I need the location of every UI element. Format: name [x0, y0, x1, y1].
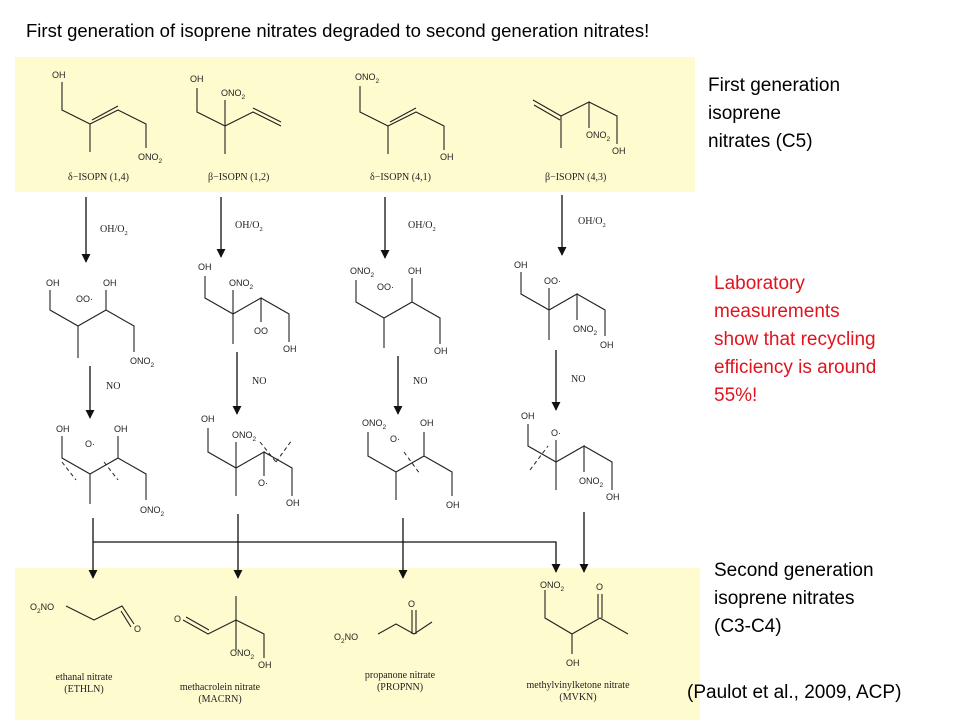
atom-label: OH	[408, 266, 422, 276]
atom-label: OH	[521, 411, 535, 421]
atom-label: OH	[46, 278, 60, 288]
molecule-delta-isopn-41: ONO2 OH δ−ISOPN (4,1)	[355, 72, 454, 183]
atom-label: OH	[114, 424, 128, 434]
atom-label: OO	[254, 326, 268, 336]
atom-label: ONO2	[573, 324, 598, 337]
no-label: NO	[413, 376, 427, 387]
atom-label: ONO2	[350, 266, 375, 279]
no-arrows: NO NO NO NO	[85, 350, 585, 419]
atom-label: OH	[566, 658, 580, 668]
peroxy-radical-1: OH OH OO· ONO2	[46, 278, 155, 369]
molecule-macrn: O ONO2 OH methacrolein nitrate (MACRN)	[174, 596, 272, 705]
molecule-beta-isopn-43: ONO2 OH β−ISOPN (4,3)	[532, 99, 626, 183]
molecule-delta-isopn-14: OH ONO2 δ−ISOPN (1,4)	[52, 70, 163, 183]
molecule-ethln: O2NO O ethanal nitrate (ETHLN)	[30, 602, 141, 695]
atom-label: ONO2	[140, 505, 165, 518]
lab-measurement-note: Laboratory measurements show that recycl…	[714, 273, 877, 406]
oxidation-arrows: OH/O2 OH/O2 OH/O2 OH/O2	[81, 195, 606, 263]
product-abbr: (MACRN)	[198, 694, 241, 705]
first-generation-caption: First generation isoprene nitrates (C5)	[708, 75, 841, 152]
atom-label: ONO2	[355, 72, 380, 85]
atom-label: OH	[420, 418, 434, 428]
product-name: methylvinylketone nitrate	[526, 680, 630, 691]
atom-label: O·	[258, 478, 268, 488]
molecule-beta-isopn-12: OH ONO2 β−ISOPN (1,2)	[190, 74, 282, 183]
alkoxy-radical-2: OH ONO2 O· OH	[201, 414, 300, 508]
atom-label: O·	[85, 439, 95, 449]
atom-label: OH	[52, 70, 66, 80]
peroxy-radical-2: OH ONO2 OO OH	[198, 262, 297, 354]
alkoxy-radical-4: OH O· ONO2 OH	[521, 411, 620, 502]
atom-label: OH	[514, 260, 528, 270]
slide-title: First generation of isoprene nitrates de…	[26, 20, 650, 41]
product-abbr: (ETHLN)	[64, 684, 103, 695]
atom-label: O	[408, 599, 415, 609]
second-generation-caption: Second generation isoprene nitrates (C3-…	[714, 560, 874, 637]
atom-label: O·	[551, 428, 561, 438]
atom-label: OH	[446, 500, 460, 510]
atom-label: OO·	[76, 294, 93, 304]
isomer-label: β−ISOPN (4,3)	[545, 172, 606, 183]
isomer-label: β−ISOPN (1,2)	[208, 172, 269, 183]
decomposition-arrows	[88, 512, 589, 579]
atom-label: ONO2	[362, 418, 387, 431]
atom-label: OH	[440, 152, 454, 162]
atom-label: OO·	[377, 282, 394, 292]
atom-label: OH	[612, 146, 626, 156]
atom-label: OH	[434, 346, 448, 356]
atom-label: OH	[258, 660, 272, 670]
product-name: methacrolein nitrate	[180, 682, 261, 693]
atom-label: ONO2	[130, 356, 155, 369]
atom-label: O·	[390, 434, 400, 444]
atom-label: O2NO	[334, 632, 358, 645]
atom-label: OH	[600, 340, 614, 350]
atom-label: O	[596, 582, 603, 592]
atom-label: OO·	[544, 276, 561, 286]
first-generation-panel	[15, 57, 695, 192]
alkoxy-radical-3: ONO2 OH O· OH	[362, 418, 460, 510]
atom-label: OH	[201, 414, 215, 424]
molecule-propnn: O O2NO propanone nitrate (PROPNN)	[334, 599, 436, 693]
oh-o2-label: OH/O2	[100, 224, 128, 237]
atom-label: OH	[56, 424, 70, 434]
citation: (Paulot et al., 2009, ACP)	[687, 682, 902, 703]
atom-label: OH	[190, 74, 204, 84]
no-label: NO	[252, 376, 266, 387]
second-generation-panel	[15, 568, 700, 720]
atom-label: OH	[286, 498, 300, 508]
atom-label: O	[134, 624, 141, 634]
oh-o2-label: OH/O2	[578, 216, 606, 229]
isomer-label: δ−ISOPN (1,4)	[68, 172, 129, 183]
oh-o2-label: OH/O2	[235, 220, 263, 233]
peroxy-radical-3: ONO2 OH OO· OH	[350, 266, 448, 356]
peroxy-radical-4: OH OO· ONO2 OH	[514, 260, 614, 350]
atom-label: ONO2	[540, 580, 565, 593]
atom-label: ONO2	[138, 152, 163, 165]
atom-label: ONO2	[221, 88, 246, 101]
atom-label: ONO2	[586, 130, 611, 143]
molecule-mvkn: ONO2 O OH methylvinylketone nitrate (MVK…	[526, 580, 630, 703]
product-name: ethanal nitrate	[56, 672, 113, 683]
atom-label: ONO2	[229, 278, 254, 291]
atom-label: O	[174, 614, 181, 624]
atom-label: ONO2	[230, 648, 255, 661]
atom-label: OH	[198, 262, 212, 272]
atom-label: ONO2	[579, 476, 604, 489]
isomer-label: δ−ISOPN (4,1)	[370, 172, 431, 183]
atom-label: OH	[103, 278, 117, 288]
atom-label: O2NO	[30, 602, 54, 615]
atom-label: OH	[606, 492, 620, 502]
no-label: NO	[106, 381, 120, 392]
product-abbr: (PROPNN)	[377, 682, 423, 693]
product-name: propanone nitrate	[365, 670, 436, 681]
atom-label: ONO2	[232, 430, 257, 443]
atom-label: OH	[283, 344, 297, 354]
oh-o2-label: OH/O2	[408, 220, 436, 233]
alkoxy-radical-1: OH OH O· ONO2	[56, 424, 165, 518]
no-label: NO	[571, 374, 585, 385]
product-abbr: (MVKN)	[559, 692, 596, 703]
